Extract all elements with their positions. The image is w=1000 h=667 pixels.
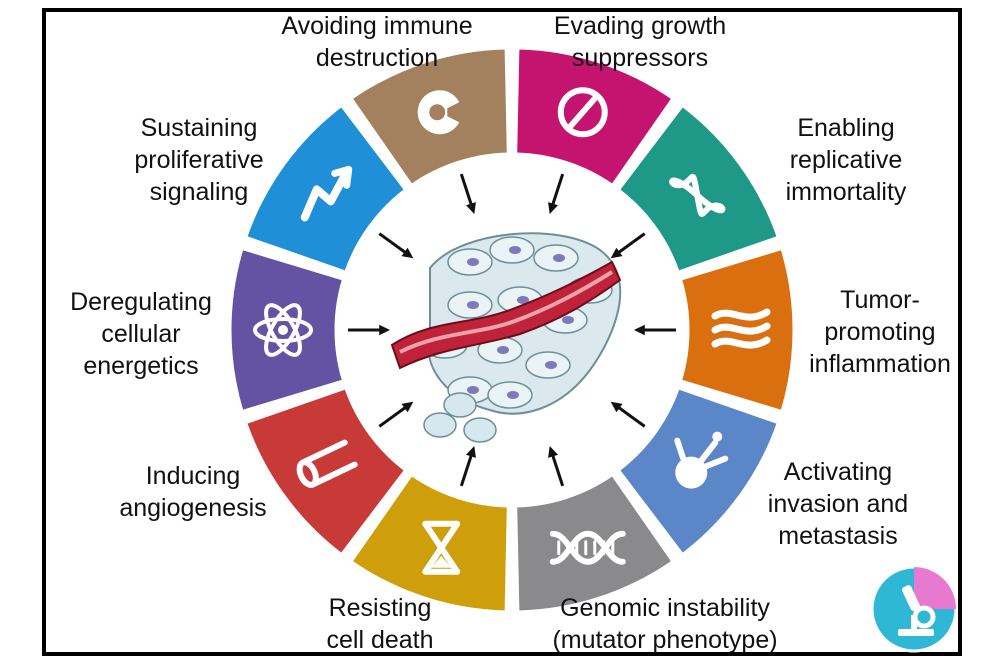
arrow-up-icon bbox=[300, 165, 353, 222]
arrowhead-invasion bbox=[610, 401, 623, 413]
segment-angiogenesis bbox=[243, 385, 408, 557]
dna-helix-icon bbox=[549, 530, 626, 565]
arrowhead-celldeath bbox=[465, 446, 476, 458]
arrow-proliferative bbox=[378, 232, 410, 256]
invading-cell-icon bbox=[674, 431, 729, 489]
arrowhead-growth bbox=[548, 202, 559, 214]
atom-icon bbox=[253, 303, 313, 357]
arrow-genomic bbox=[550, 451, 565, 487]
arrowhead-immortality bbox=[610, 247, 623, 259]
arrowhead-inflammation bbox=[634, 324, 645, 336]
microscope-logo bbox=[870, 565, 958, 653]
arrow-immortality bbox=[614, 232, 646, 256]
arrowhead-energetics bbox=[379, 324, 390, 336]
label-genomic: Genomic instability(mutator phenotype) bbox=[552, 594, 778, 654]
infinity-icon bbox=[669, 173, 726, 217]
segment-growth bbox=[514, 46, 676, 188]
segment-celldeath bbox=[348, 472, 510, 614]
prohibited-icon bbox=[557, 87, 608, 138]
arrow-invasion bbox=[614, 404, 646, 428]
tumor-illustration bbox=[390, 232, 622, 443]
arrow-celldeath bbox=[459, 451, 474, 487]
pacman-cell-icon bbox=[417, 90, 460, 135]
hourglass-icon bbox=[422, 520, 461, 575]
arrowhead-genomic bbox=[548, 446, 559, 458]
arrowhead-immune bbox=[465, 202, 476, 214]
flame-icon bbox=[711, 308, 771, 349]
arrowhead-angiogenesis bbox=[401, 401, 414, 413]
blood-vessel-icon bbox=[296, 439, 358, 488]
arrow-growth bbox=[550, 173, 565, 209]
arrow-angiogenesis bbox=[378, 404, 410, 428]
arrow-immune bbox=[459, 173, 474, 209]
segment-proliferative bbox=[243, 103, 408, 275]
arrowhead-proliferative bbox=[401, 247, 414, 259]
